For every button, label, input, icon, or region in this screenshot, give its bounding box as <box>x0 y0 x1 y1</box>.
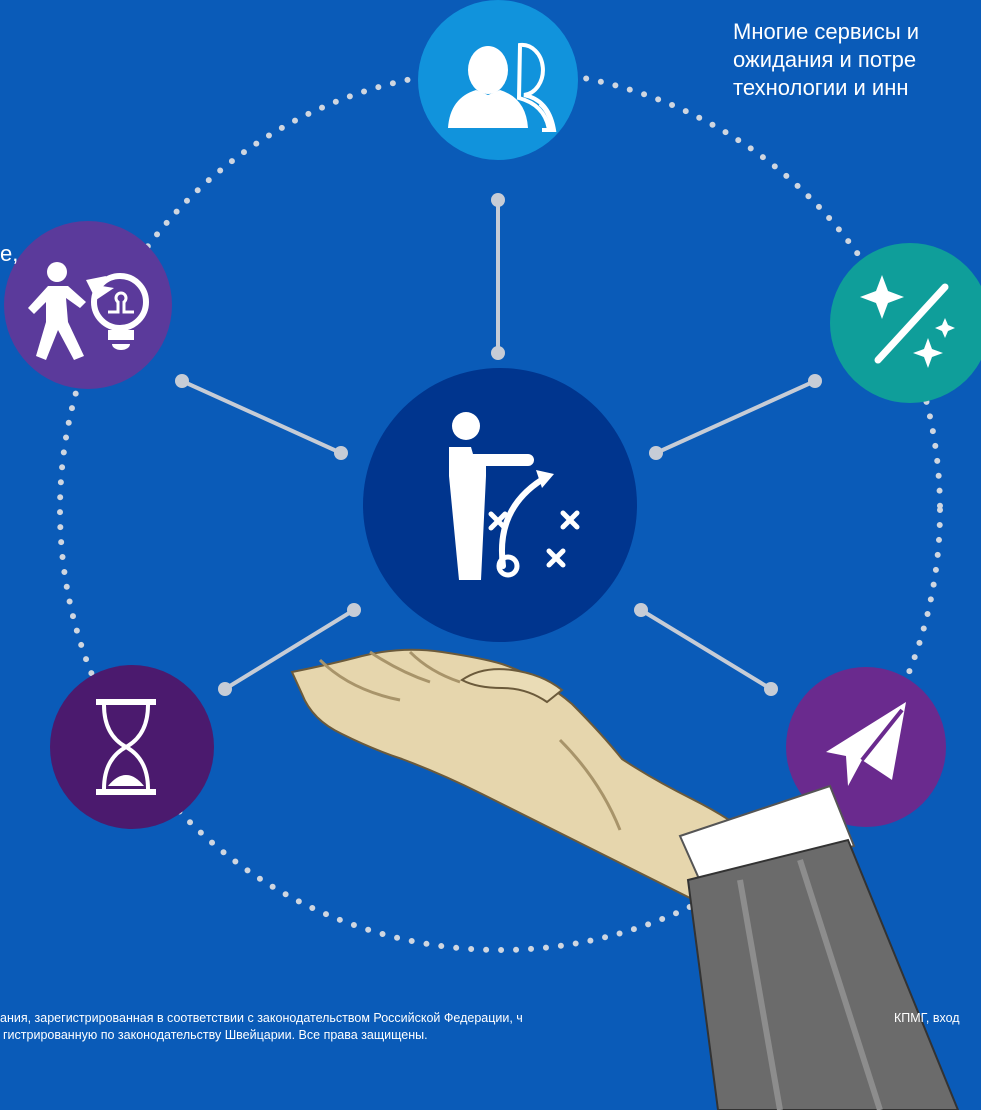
intro-text: Многие сервисы и ожидания и потре технол… <box>733 18 981 102</box>
footer-line-2: гистрированную по законодательству Швейц… <box>3 1028 428 1042</box>
footer-right-fragment: КПМГ, вход <box>894 1011 960 1025</box>
node-time <box>50 665 214 829</box>
connector-lower-left <box>218 603 361 696</box>
connectors <box>175 193 822 696</box>
center-node <box>363 368 637 642</box>
footer-line-1: ания, зарегистрированная в соответствии … <box>0 1011 523 1025</box>
open-hand-icon <box>290 648 960 1110</box>
node-magic <box>830 243 981 403</box>
connector-top <box>491 193 505 360</box>
puzzle-lightbulb-icon <box>28 262 149 360</box>
magic-wand-icon <box>860 275 955 368</box>
hourglass-icon <box>96 699 156 795</box>
connector-upper-left <box>175 374 348 460</box>
left-text-fragment: е, <box>0 241 19 266</box>
node-idea <box>4 221 172 389</box>
footer-copyright: ания, зарегистрированная в соответствии … <box>0 1010 960 1044</box>
connector-upper-right <box>649 374 822 460</box>
intro-line-2: ожидания и потре <box>733 47 917 72</box>
strategy-icon <box>449 412 580 580</box>
node-people <box>418 0 578 160</box>
intro-line-3: технологии и инн <box>733 75 909 100</box>
people-icon <box>448 42 557 132</box>
paper-plane-icon <box>826 702 906 786</box>
intro-line-1: Многие сервисы и <box>733 19 920 44</box>
connector-lower-right <box>634 603 778 696</box>
